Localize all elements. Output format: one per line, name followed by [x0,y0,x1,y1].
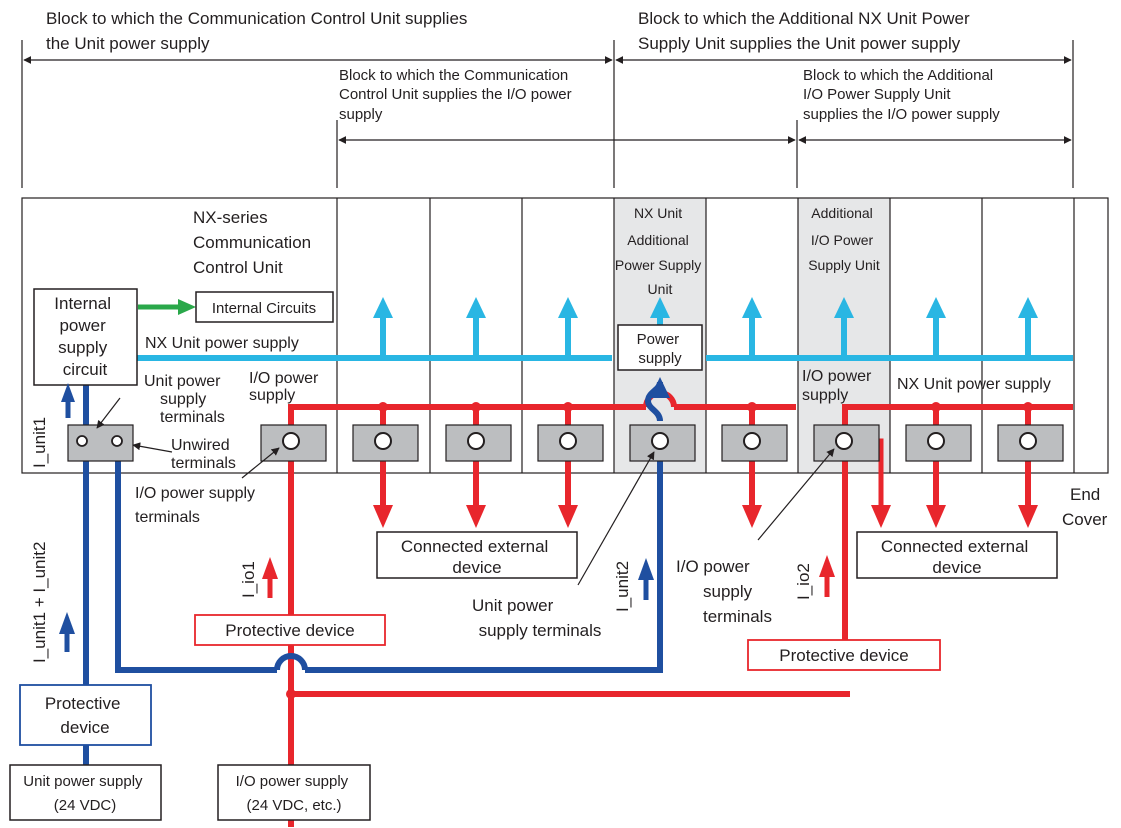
nx-unit-power-bus [86,318,1073,361]
connected-device-left-box: Connected external device [376,531,578,579]
current-i-unit1-arrow [61,383,75,402]
connected-device-right-box: Connected external device [856,531,1058,579]
callout-leaders [96,397,835,586]
current-i-unit1-unit2: I_unit1 + I_unit2 [30,542,49,663]
unwired-terminals-label: Unwired terminals [171,437,236,472]
svg-text:Connected external devic: Connected external device [881,537,1033,577]
io-add-power-unit-title: Additional I/O Power Supply Unit [808,205,880,273]
protective-device-right-box: Protective device [747,639,941,671]
unit-power-supply-terminals-label-top: Unit power supply terminals [144,373,225,426]
svg-text:Protective device: Protective device [45,694,125,737]
nx-unit-power-arrows [373,297,1038,318]
unit-power-supply-terminals-label-bottom: Unit power supply terminals [472,596,601,640]
protective-device-left-box: Protective device [19,684,152,746]
nx-unit-power-supply-label-right: NX Unit power supply [897,376,1051,393]
unit-power-supply-source-box: Unit power supply (24 VDC) [9,764,162,821]
terminal-circles [282,432,1037,450]
cu-unit-terminal-circles [76,435,123,447]
io-power-supply-label-left: I/O power supply [249,370,323,404]
svg-text:Internal power sup: Internal power supply circuit [54,294,115,379]
svg-text:Connected external devic: Connected external device [401,537,553,577]
io-power-lines [288,390,1073,827]
cu-unit-block-label: Block to which the Communication Control… [46,9,472,53]
current-i-unit1-unit2-arrow [59,612,75,634]
current-i-io2-arrow [819,555,835,577]
comm-control-unit-title: NX-series Communication Control Unit [193,208,316,277]
block-dimension-lines [21,40,1074,188]
end-cover-label: End Cover [1062,485,1108,529]
nx-unit-power-supply-label-left: NX Unit power supply [145,335,299,352]
io-power-supply-source-box: I/O power supply (24 VDC, etc.) [217,764,371,821]
power-supply-box: Power supply [617,324,703,371]
io-power-arrows [373,505,1038,528]
svg-text:Unit power supply (24 VD: Unit power supply (24 VDC) [23,773,146,814]
svg-text:Protective device: Protective device [779,646,908,665]
add-unit-block-label: Block to which the Additional NX Unit Po… [638,9,974,53]
internal-circuit-arrow [138,299,196,315]
unit-power-arrow-into-supply [650,377,670,398]
io-junction-dots [286,402,1033,699]
add-io-block-label: Block to which the Additional I/O Power … [803,67,1000,123]
io-power-supply-terminals-label-right: I/O power supply terminals [676,557,772,626]
terminal-blocks [67,424,1064,462]
internal-circuits-box: Internal Circuits [195,291,334,323]
io-power-supply-label-right: I/O power supply [802,368,876,404]
internal-power-supply-circuit-box: Internal power supply circuit [33,288,138,386]
nx-add-power-unit-title: NX Unit Additional Power Supply Unit [615,205,705,297]
svg-text:Protective device: Protective device [225,621,354,640]
current-i-unit2: I_unit2 [613,561,632,612]
io-power-supply-terminals-label-left: I/O power supply terminals [135,485,260,526]
protective-device-mid-box: Protective device [194,614,386,646]
svg-text:Internal Circuits: Internal Circuits [212,300,316,317]
svg-text:Power supply: Power supply [637,331,684,367]
current-i-io1: I_io1 [239,561,258,598]
current-i-unit2-arrow [638,558,654,580]
svg-text:I/O power supply (24 VDC: I/O power supply (24 VDC, etc.) [236,773,353,814]
current-i-io2: I_io2 [794,563,813,600]
cu-io-block-label: Block to which the Communication Control… [339,67,576,123]
current-i-unit1: I_unit1 [30,417,49,468]
current-i-io1-arrow [262,557,278,579]
